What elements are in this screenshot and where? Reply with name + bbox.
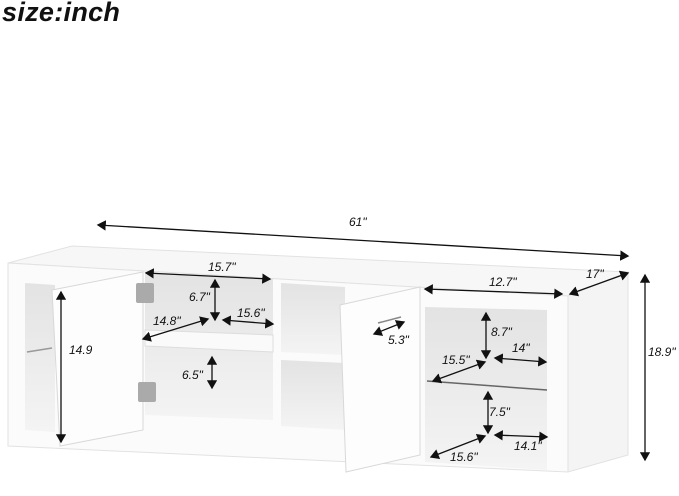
left-bottom-height-label: 6.5" (182, 368, 204, 382)
height-label: 18.9" (648, 345, 676, 359)
left-compartment (25, 283, 55, 432)
right-top-width-label: 14" (512, 341, 530, 355)
right-bottom-width-label: 14.1" (514, 439, 542, 453)
right-width-label: 12.7" (489, 275, 517, 289)
right-bottom-height-label: 7.5" (489, 405, 511, 419)
right-top-height-label: 8.7" (491, 325, 513, 339)
left-door (51, 271, 144, 447)
middle-cubby-top (281, 283, 345, 355)
right-door (339, 286, 421, 473)
right-compartment (425, 307, 547, 470)
cabinet-side (567, 271, 629, 473)
middle-cubby-bottom (281, 360, 345, 430)
handle-length-label: 5.3" (388, 333, 410, 347)
depth-label: 17" (586, 267, 604, 281)
overall-width-label: 61" (349, 215, 367, 229)
unit-title: size:inch (2, 0, 121, 27)
hinge-icon (136, 283, 154, 303)
right-bottom-depth-label: 15.6" (450, 450, 478, 464)
left-top-height-label: 6.7" (189, 290, 211, 304)
door-height-label: 14.9 (69, 343, 93, 357)
cabinet (7, 245, 629, 473)
left-top-width-label: 15.7" (208, 260, 236, 274)
dimension-arrows (55, 220, 651, 462)
left-top-inner-width-label: 15.6" (237, 306, 265, 320)
right-top-depth-label: 15.5" (442, 353, 470, 367)
left-top-depth-label: 14.8" (153, 314, 181, 328)
hinge-icon (138, 382, 156, 402)
